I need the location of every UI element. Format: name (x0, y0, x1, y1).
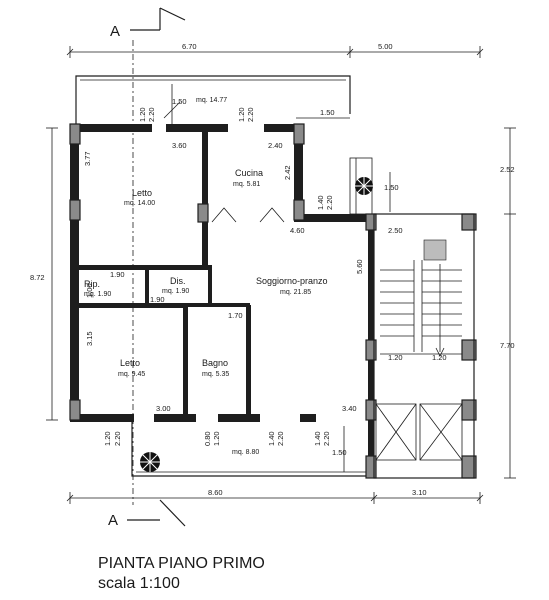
dim-terrace-small: 1.50 (320, 108, 335, 117)
room-letto2-area: mq. 9.45 (118, 371, 145, 378)
dim-top-right: 5.00 (378, 42, 393, 51)
section-label-top: A (110, 23, 120, 40)
room-letto2-name: Letto (120, 358, 140, 368)
dim-win-b1-w: 2.20 (113, 431, 122, 446)
title-line1: PIANTA PIANO PRIMO (98, 555, 265, 572)
staircase: 2.50 1.20 1.20 (373, 213, 475, 479)
dim-door-w: 2.20 (325, 195, 334, 210)
dim-win-b3-w: 2.20 (276, 431, 285, 446)
dim-win-cucina-h: 1.20 (237, 107, 246, 122)
walls (70, 124, 374, 476)
room-dis-area: mq. 1.90 (162, 288, 189, 295)
pillars (69, 123, 477, 479)
dim-right-bottom: 7.70 (500, 341, 515, 350)
room-soggiorno-area: mq. 21.85 (280, 289, 311, 296)
dim-bagno-w: 1.70 (228, 311, 243, 320)
dimension-left: 8.72 (30, 127, 58, 421)
dim-sogg-h: 5.60 (355, 259, 364, 274)
dim-stair-b: 1.20 (432, 353, 447, 362)
section-label-bottom: A (108, 512, 118, 529)
room-soggiorno-name: Soggiorno-pranzo (256, 276, 328, 286)
balcony-bottom: 1.50 mq. 8.80 (131, 422, 366, 477)
dimension-right: 2.52 7.70 (500, 127, 516, 479)
dim-win-b2-w: 1.20 (212, 431, 221, 446)
dim-win-b3-h: 1.40 (267, 431, 276, 446)
balcony-bottom-area: mq. 8.80 (232, 449, 259, 456)
dim-letto1-h: 3.77 (83, 151, 92, 166)
drawing-title: PIANTA PIANO PRIMO scala 1:100 (98, 555, 265, 592)
dimension-top: 6.70 5.00 (66, 42, 484, 58)
dim-cucina-h: 2.42 (283, 165, 292, 180)
dim-right-top: 2.52 (500, 165, 515, 174)
inner-dimensions: 1.20 2.20 1.20 2.20 3.60 3.77 2.40 2.42 … (83, 107, 364, 446)
plant-icon-bottom (140, 452, 160, 472)
terrace-top: 1.50 mq. 14.77 1.50 (75, 75, 351, 128)
room-bagno-area: mq. 5.35 (202, 371, 229, 378)
room-cucina-area: mq. 5.81 (233, 181, 260, 188)
dim-stair-a: 1.20 (388, 353, 403, 362)
dim-win-letto1-h: 1.20 (138, 107, 147, 122)
dim-win-letto1-w: 2.20 (147, 107, 156, 122)
dim-sogg-bottom: 3.40 (342, 404, 357, 413)
dim-door-h: 1.40 (316, 195, 325, 210)
dim-balcony-bottom-depth: 1.50 (332, 448, 347, 457)
dim-sogg-w: 4.60 (290, 226, 305, 235)
section-mark-top: A (110, 7, 186, 505)
dim-top-left: 6.70 (182, 42, 197, 51)
room-dis-name: Dis. (170, 276, 186, 286)
plant-icon-top (355, 177, 373, 195)
dim-rip-w: 1.90 (110, 270, 125, 279)
dim-bottom-left: 8.60 (208, 488, 223, 497)
dim-dis-w: 1.90 (150, 295, 165, 304)
dim-letto2-w: 3.00 (156, 404, 171, 413)
title-line2: scala 1:100 (98, 575, 180, 592)
dim-bottom-right: 3.10 (412, 488, 427, 497)
terrace-top-area: mq. 14.77 (196, 97, 227, 104)
room-letto1-name: Letto (132, 188, 152, 198)
dim-balcony-top-depth: 1.50 (172, 97, 187, 106)
room-rip-area: mq. 1.90 (84, 291, 111, 298)
dim-letto2-h: 3.15 (85, 331, 94, 346)
room-cucina-name: Cucina (235, 168, 263, 178)
dim-win-b2-h: 0.80 (203, 431, 212, 446)
room-letto1-area: mq. 14.00 (124, 200, 155, 207)
section-mark-bottom: A (108, 499, 186, 529)
dimension-bottom: 8.60 3.10 (66, 488, 484, 504)
dim-left-total: 8.72 (30, 273, 45, 282)
room-rip-name: Rip. (84, 279, 100, 289)
dim-balcony-right-depth: 1.50 (384, 183, 399, 192)
dim-win-cucina-w: 2.20 (246, 107, 255, 122)
dim-win-b4-h: 1.40 (313, 431, 322, 446)
kitchen-doors (211, 207, 285, 223)
dim-letto1-w: 3.60 (172, 141, 187, 150)
dim-win-b1-h: 1.20 (103, 431, 112, 446)
dim-rip-h: 1.00 (85, 283, 94, 298)
dim-win-b4-w: 2.20 (322, 431, 331, 446)
dim-stair-width: 2.50 (388, 226, 403, 235)
room-labels: Letto mq. 14.00 Cucina mq. 5.81 Rip. mq.… (84, 168, 328, 378)
room-bagno-name: Bagno (202, 358, 228, 368)
dim-cucina-w: 2.40 (268, 141, 283, 150)
